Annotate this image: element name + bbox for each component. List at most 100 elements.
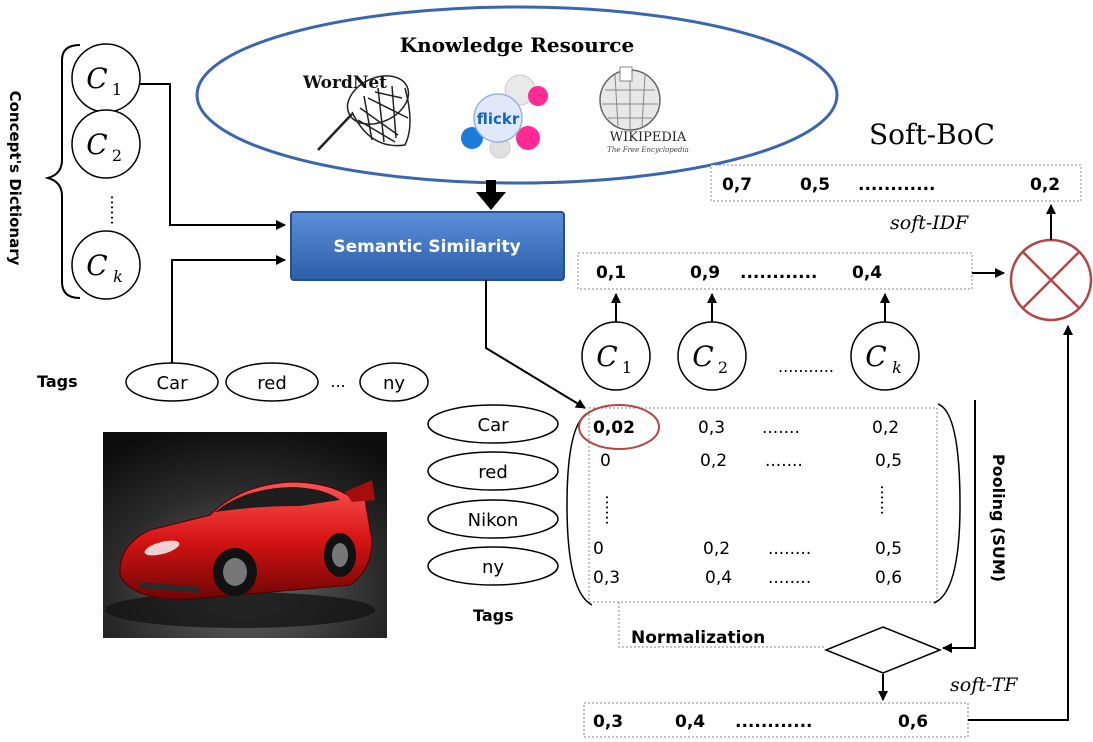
- knowledge-to-similarity-arrow: [476, 180, 506, 210]
- concepts-row: C 1 C 2 ........... C k: [581, 293, 920, 391]
- matrix-row-4: 0,3 0,4 ........ 0,6: [593, 568, 902, 588]
- svg-text:red: red: [478, 462, 508, 483]
- soft-boc-value: 0,7: [722, 175, 752, 195]
- concepts-dictionary: Concept's Dictionary C 1 C 2 ...... C k: [6, 43, 141, 300]
- matrix-cell: 0,3: [593, 568, 620, 588]
- svg-text:C: C: [865, 340, 886, 373]
- dictionary-concept-c1: C 1: [71, 43, 141, 113]
- soft-tf-label: soft-TF: [950, 674, 1018, 696]
- matrix-cell: 0,5: [875, 539, 902, 559]
- similarity-matrix: 0,02 0,3 ....... 0,2 0 0,2 ....... 0,5 .…: [566, 403, 961, 606]
- wikipedia-sublabel: The Free Encyclopedia: [607, 146, 689, 154]
- wordnet-logo: WordNet: [302, 73, 411, 151]
- matrix-row-3: 0 0,2 ........ 0,5: [593, 539, 902, 559]
- svg-text:Car: Car: [157, 373, 189, 394]
- tags-row-ellipsis: ...: [330, 372, 345, 391]
- flickr-label: flickr: [477, 110, 520, 128]
- tf-value: ............: [735, 712, 813, 732]
- tags-column-label: Tags: [473, 606, 514, 625]
- pooled-vector: 0,1 0,9 ............ 0,4: [577, 252, 973, 290]
- matrix-row-1: 0,02 0,3 ....... 0,2: [593, 418, 899, 438]
- matrix-cell: .......: [762, 418, 800, 438]
- svg-text:ny: ny: [383, 373, 405, 394]
- matrix-cell: 0,2: [703, 539, 730, 559]
- wordnet-label: WordNet: [302, 73, 387, 93]
- dictionary-brace: [44, 44, 81, 299]
- svg-text:1: 1: [112, 80, 122, 99]
- matrix-cell: 0,2: [700, 451, 727, 471]
- tags-row-label: Tags: [37, 372, 78, 391]
- dictionary-vdots: ......: [107, 195, 126, 226]
- pooled-value: 0,4: [852, 263, 882, 283]
- knowledge-resource: Knowledge Resource WordNet flickr: [195, 5, 839, 185]
- tf-to-multiplier-arrow: [968, 325, 1073, 721]
- pooled-value: ............: [740, 263, 818, 283]
- matrix-vdots-right: ......: [877, 485, 896, 516]
- tags-column: Car red Nikon ny Tags: [427, 404, 559, 625]
- pooled-value: 0,1: [596, 263, 626, 283]
- svg-text:k: k: [113, 267, 123, 286]
- multiplier-node: [1009, 238, 1093, 322]
- flickr-logo: flickr: [461, 74, 548, 159]
- matrix-cell: 0,6: [875, 568, 902, 588]
- svg-text:Car: Car: [478, 415, 510, 436]
- svg-text:2: 2: [718, 358, 728, 377]
- svg-text:C: C: [692, 340, 713, 373]
- matrix-cell: ........: [768, 539, 811, 559]
- car-image: [103, 432, 387, 638]
- svg-text:C: C: [596, 340, 617, 373]
- matrix-cell: 0,2: [872, 418, 899, 438]
- soft-boc: Soft-BoC 0,7 0,5 ............ 0,2: [710, 118, 1082, 202]
- pooling-label: Pooling (SUM): [989, 454, 1008, 582]
- svg-text:C: C: [86, 128, 107, 161]
- concepts-dictionary-label: Concept's Dictionary: [6, 91, 24, 266]
- tag-col-red: red: [427, 451, 559, 491]
- matrix-cell: 0,4: [705, 568, 732, 588]
- wikipedia-logo: WIKIPEDIA The Free Encyclopedia: [599, 66, 689, 154]
- tags-row: Tags Car red ... ny: [37, 362, 429, 402]
- matrix-cell: 0: [593, 539, 604, 559]
- soft-boc-value: 0,2: [1030, 175, 1060, 195]
- pooled-value: 0,9: [690, 263, 720, 283]
- matrix-cell: 0,3: [698, 418, 725, 438]
- svg-text:red: red: [257, 373, 287, 394]
- highlight-circle: [578, 404, 660, 450]
- matrix-left-paren: [566, 411, 593, 606]
- concepts-row-dots: ...........: [778, 357, 834, 376]
- matrix-cell: 0: [600, 451, 611, 471]
- concept-c2: C 2: [677, 321, 747, 391]
- tag-ny: ny: [359, 362, 429, 402]
- soft-boc-value: 0,5: [800, 175, 830, 195]
- tag-red: red: [225, 362, 319, 402]
- concept-ck: C k: [850, 321, 920, 391]
- tag-col-nikon: Nikon: [427, 499, 559, 539]
- svg-text:k: k: [892, 358, 902, 377]
- svg-text:ny: ny: [482, 557, 504, 578]
- normalization-diamond: [823, 626, 943, 674]
- matrix-right-paren: [933, 403, 961, 604]
- svg-text:2: 2: [112, 146, 122, 165]
- soft-boc-title: Soft-BoC: [869, 118, 995, 151]
- svg-text:Nikon: Nikon: [468, 510, 519, 531]
- svg-text:1: 1: [622, 358, 632, 377]
- dictionary-concept-c2: C 2: [71, 109, 141, 179]
- semantic-similarity-label: Semantic Similarity: [333, 237, 520, 257]
- dictionary-concept-ck: C k: [71, 230, 141, 300]
- tf-vector: 0,3 0,4 ............ 0,6: [583, 702, 969, 738]
- similarity-to-matrix-arrow: [485, 280, 586, 409]
- matrix-row-2: 0 0,2 ....... 0,5: [600, 451, 902, 471]
- matrix-cell: 0,02: [593, 418, 635, 438]
- matrix-cell: ........: [768, 568, 811, 588]
- tf-value: 0,3: [593, 712, 623, 732]
- soft-idf-label: soft-IDF: [890, 212, 969, 234]
- soft-boc-value: ............: [858, 175, 936, 195]
- normalization: Normalization: [618, 602, 943, 674]
- tf-value: 0,4: [675, 712, 705, 732]
- svg-text:C: C: [86, 249, 107, 282]
- normalization-label: Normalization: [631, 628, 765, 648]
- svg-text:C: C: [86, 62, 107, 95]
- butterfly-net-icon: [317, 75, 411, 151]
- pooling-arrow: [942, 400, 976, 653]
- concept-c1: C 1: [581, 321, 651, 391]
